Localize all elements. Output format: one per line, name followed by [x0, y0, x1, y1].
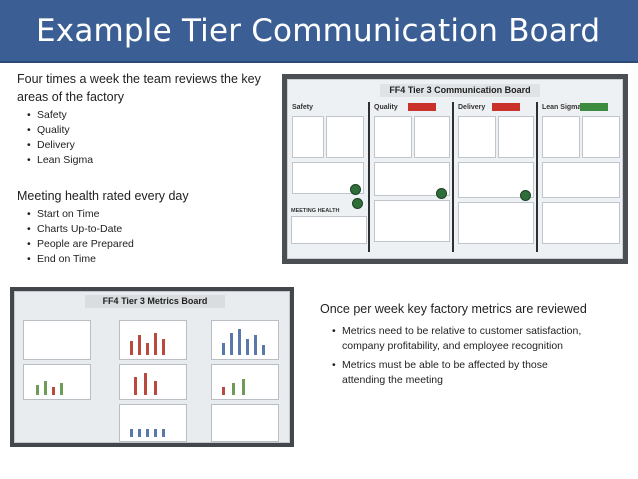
chart-bar — [138, 335, 141, 355]
slide-title-bar: Example Tier Communication Board — [0, 0, 638, 63]
chart-bar — [154, 333, 157, 355]
tier-review-block: Four times a week the team reviews the k… — [17, 70, 277, 168]
magnet-marker — [520, 190, 531, 201]
chart-bar — [130, 429, 133, 437]
chart-bar — [232, 383, 235, 395]
chart-bar — [254, 335, 257, 355]
chart-sheet — [374, 200, 450, 242]
chart-sheet — [458, 202, 534, 244]
chart-bar — [262, 345, 265, 355]
board-column-label: Delivery — [458, 104, 486, 111]
chart-bar — [238, 329, 241, 355]
weekly-metrics-list: Metrics need to be relative to customer … — [320, 324, 620, 388]
chart-bar — [222, 343, 225, 355]
chart-sheet — [119, 364, 187, 400]
weekly-metrics-intro: Once per week key factory metrics are re… — [320, 302, 587, 316]
board-column-label: Lean Sigma — [542, 104, 582, 111]
list-item-line: company profitability, and employee reco… — [342, 340, 564, 352]
list-item-line: attending the meeting — [342, 374, 443, 386]
chart-sheet — [542, 162, 620, 198]
chart-sheet — [498, 116, 534, 158]
chart-bar — [52, 387, 55, 395]
chart-bar — [60, 383, 63, 395]
list-item-line: Metrics must be able to be affected by t… — [342, 359, 548, 371]
chart-sheet — [326, 116, 364, 158]
communication-board-photo: FF4 Tier 3 Communication Board Safety Qu… — [282, 74, 628, 264]
chart-sheet — [211, 320, 279, 360]
magnet-marker — [436, 188, 447, 199]
weekly-metrics-block: Once per week key factory metrics are re… — [320, 300, 620, 392]
meeting-health-sheet — [291, 216, 367, 244]
list-item: Delivery — [27, 138, 277, 153]
chart-sheet — [23, 320, 91, 360]
list-item: Lean Sigma — [27, 153, 277, 168]
chart-bar — [130, 341, 133, 355]
board-column-divider — [454, 102, 538, 252]
list-item: Charts Up-to-Date — [27, 222, 277, 237]
list-item: End on Time — [27, 252, 277, 267]
chart-sheet — [211, 364, 279, 400]
status-flag — [492, 103, 520, 111]
magnet-marker — [350, 184, 361, 195]
chart-sheet — [23, 364, 91, 400]
chart-bar — [36, 385, 39, 395]
chart-bar — [154, 429, 157, 437]
board-title: FF4 Tier 3 Metrics Board — [85, 295, 225, 308]
chart-bar — [242, 379, 245, 395]
chart-sheet — [458, 116, 496, 158]
chart-sheet — [119, 404, 187, 442]
chart-bar — [230, 333, 233, 355]
chart-bar — [162, 339, 165, 355]
metrics-board-photo: FF4 Tier 3 Metrics Board — [10, 287, 294, 447]
meeting-health-block: Meeting health rated every day Start on … — [17, 187, 277, 267]
chart-bar — [146, 429, 149, 437]
board-column-divider — [288, 102, 370, 252]
communication-board: FF4 Tier 3 Communication Board Safety Qu… — [287, 79, 623, 259]
chart-sheet — [414, 116, 450, 158]
list-item: Metrics must be able to be affected by t… — [332, 358, 620, 388]
list-item: Safety — [27, 108, 277, 123]
list-item-line: Metrics need to be relative to customer … — [342, 325, 582, 337]
list-item: Start on Time — [27, 207, 277, 222]
chart-bar — [154, 381, 157, 395]
magnet-marker — [352, 198, 363, 209]
metrics-board: FF4 Tier 3 Metrics Board — [14, 291, 290, 443]
board-column-label: Quality — [374, 104, 398, 111]
chart-bar — [222, 387, 225, 395]
slide-title: Example Tier Communication Board — [36, 13, 601, 49]
chart-bar — [146, 343, 149, 355]
chart-sheet — [542, 116, 580, 158]
tier-review-list: Safety Quality Delivery Lean Sigma — [17, 108, 277, 168]
chart-sheet — [292, 116, 324, 158]
chart-sheet — [119, 320, 187, 360]
chart-sheet — [211, 404, 279, 442]
chart-bar — [144, 373, 147, 395]
meeting-health-intro: Meeting health rated every day — [17, 189, 189, 203]
chart-sheet — [374, 116, 412, 158]
chart-bar — [44, 381, 47, 395]
chart-bar — [138, 429, 141, 437]
board-column-divider — [370, 102, 454, 252]
meeting-health-list: Start on Time Charts Up-to-Date People a… — [17, 207, 277, 267]
meeting-health-label: MEETING HEALTH — [291, 208, 340, 214]
board-column-label: Safety — [292, 104, 314, 111]
chart-bar — [246, 339, 249, 355]
status-flag — [408, 103, 436, 111]
list-item: Metrics need to be relative to customer … — [332, 324, 620, 354]
chart-sheet — [542, 202, 620, 244]
status-flag — [580, 103, 608, 111]
chart-sheet — [582, 116, 620, 158]
chart-bar — [162, 429, 165, 437]
list-item: People are Prepared — [27, 237, 277, 252]
list-item: Quality — [27, 123, 277, 138]
tier-review-intro: Four times a week the team reviews the k… — [17, 72, 261, 104]
chart-bar — [134, 377, 137, 395]
board-title: FF4 Tier 3 Communication Board — [380, 84, 540, 97]
